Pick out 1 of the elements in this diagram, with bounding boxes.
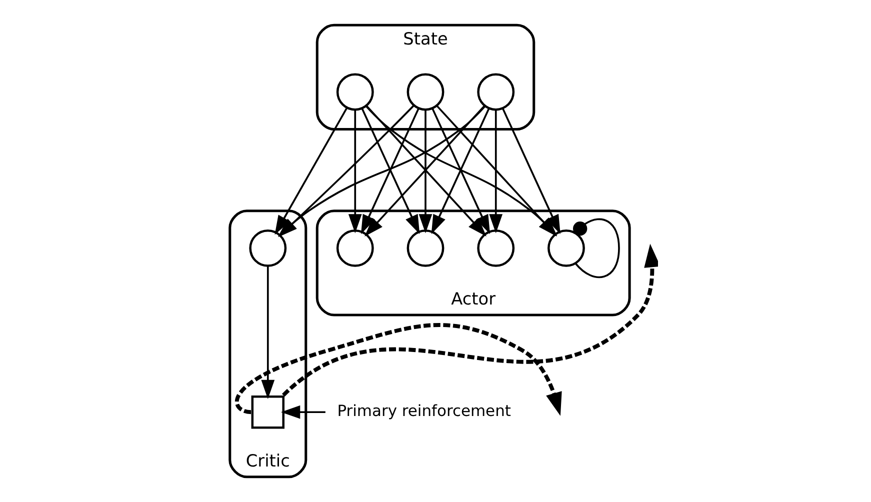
node-text: Primary reinforcement (337, 402, 511, 420)
